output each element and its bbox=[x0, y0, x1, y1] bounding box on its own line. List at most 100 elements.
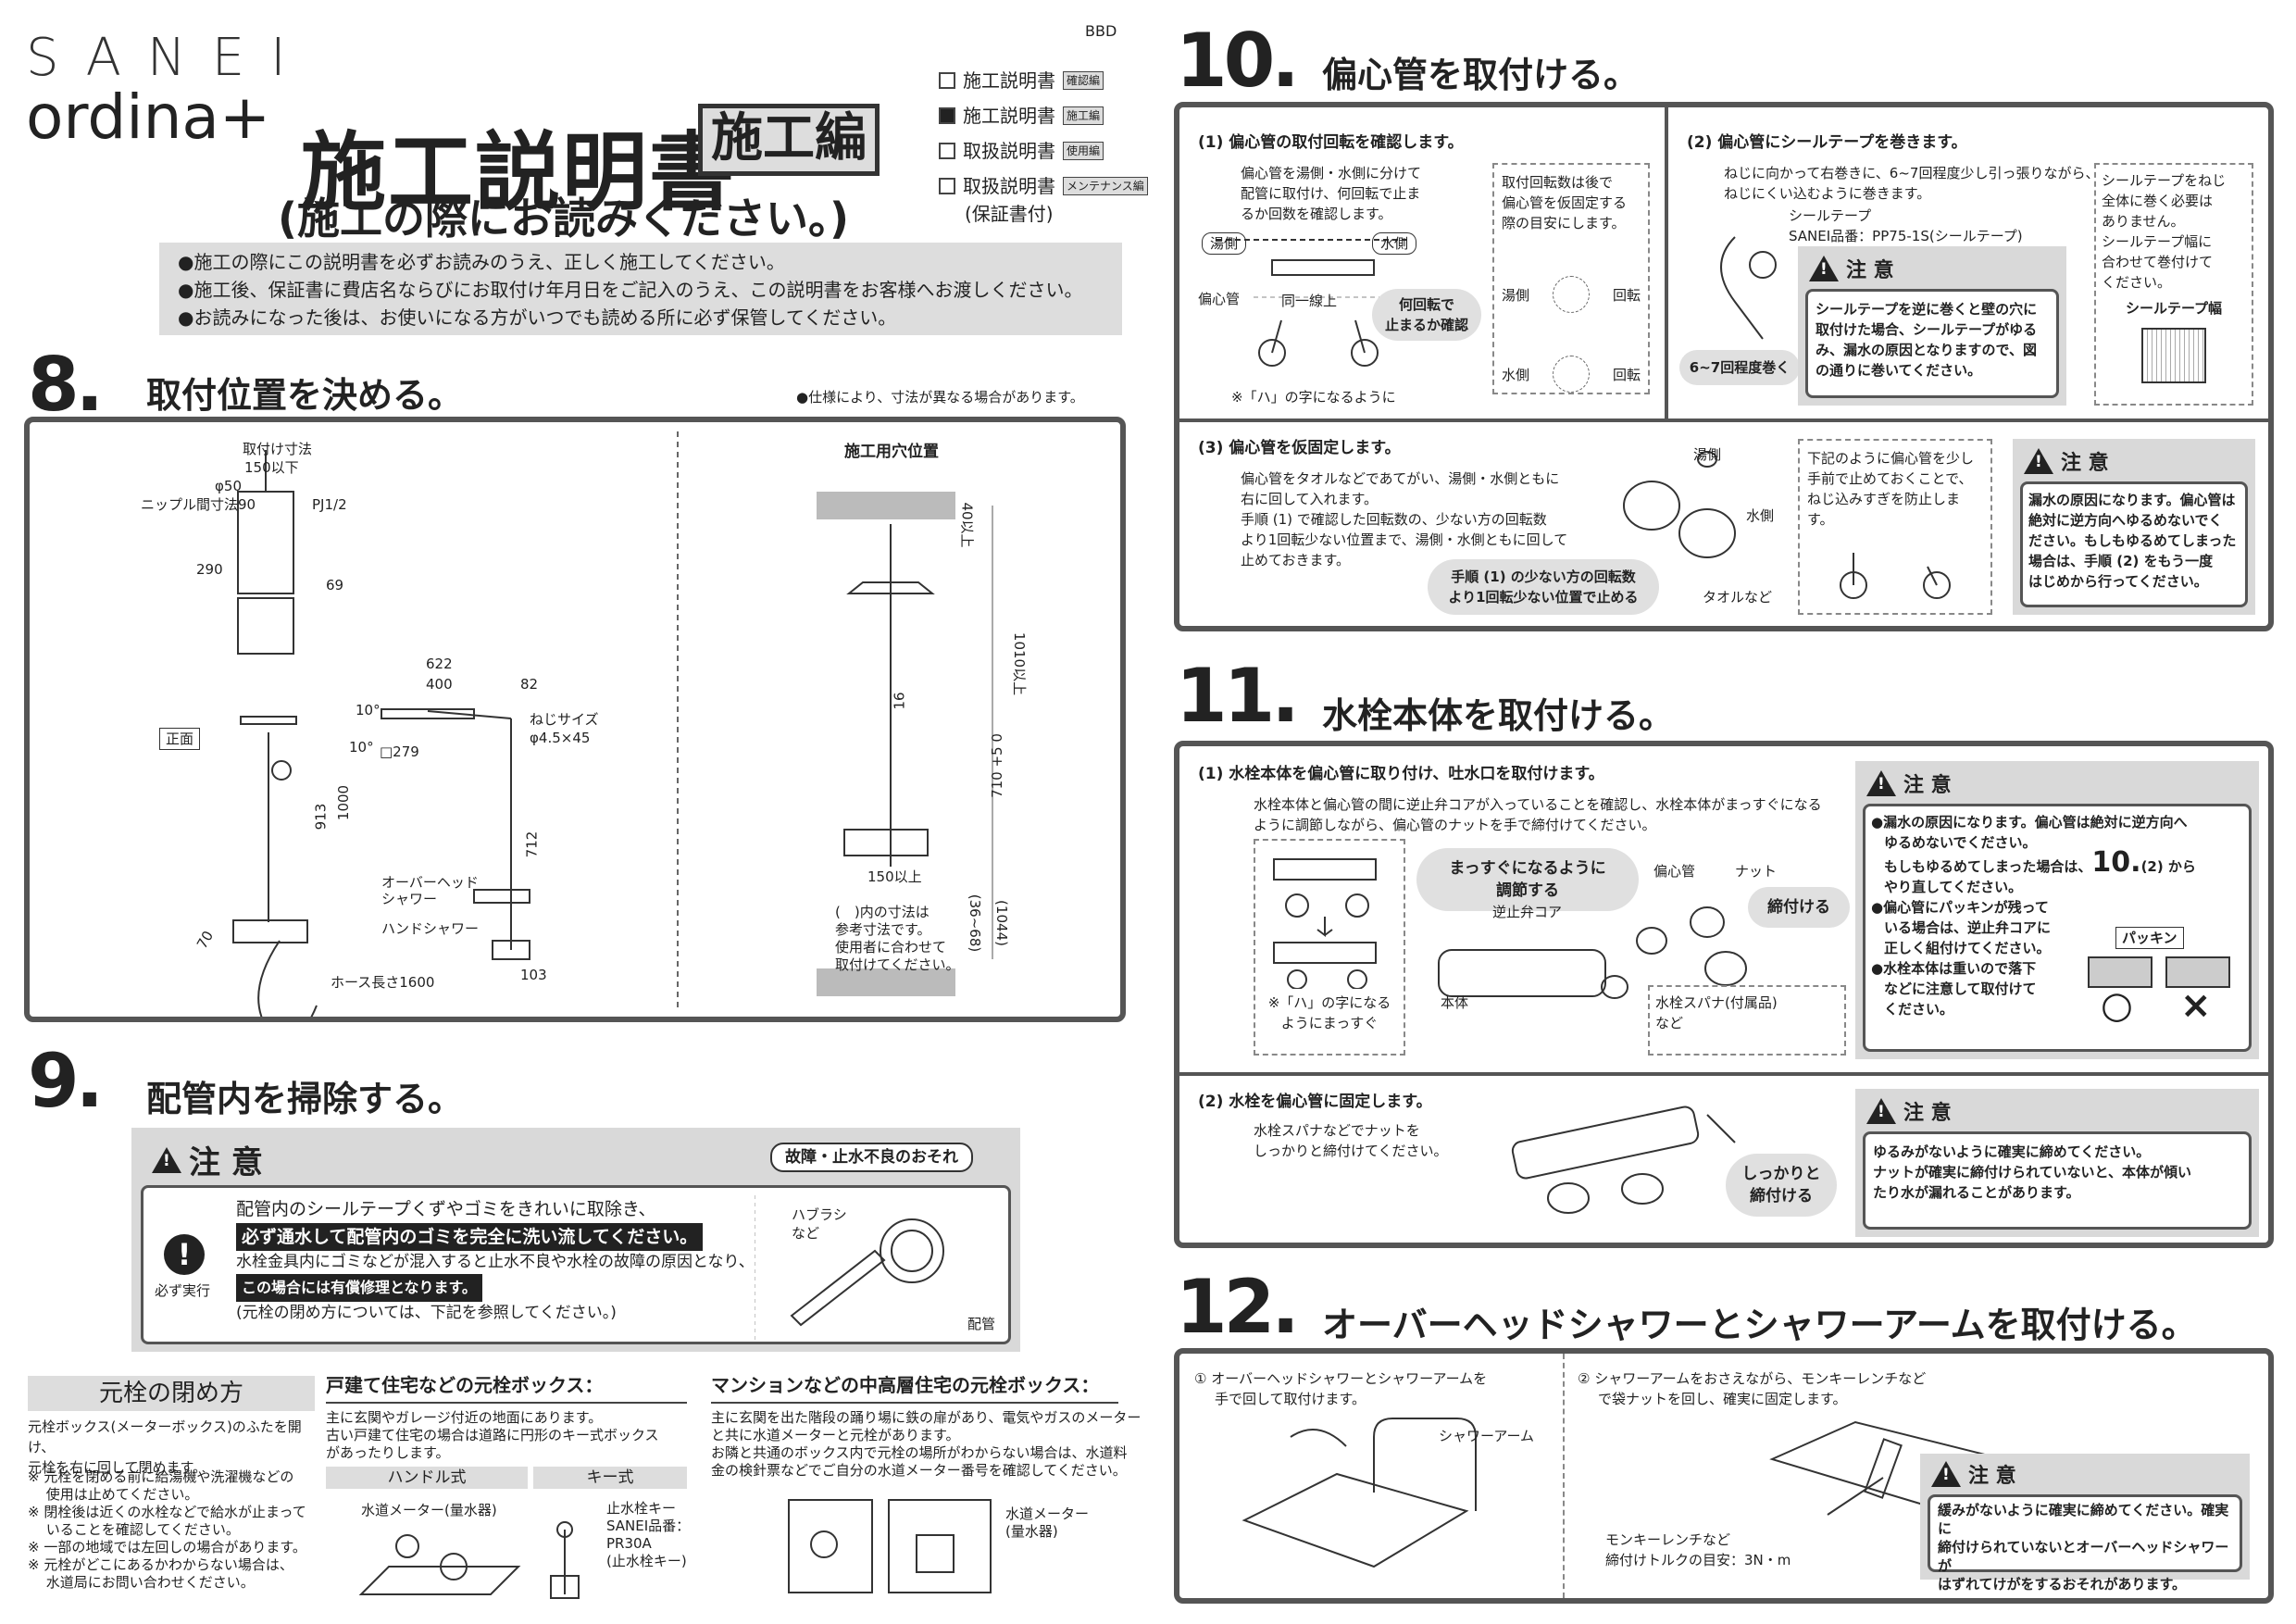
cloud-callout: 6~7回程度巻く bbox=[1679, 350, 1800, 385]
section-12-number: 12. bbox=[1176, 1264, 1300, 1350]
section-10-panel: (1) 偏心管の取付回転を確認します。 偏心管を湯側・水側に分けて配管に取付け、… bbox=[1174, 102, 2274, 631]
warning-icon bbox=[1809, 256, 1839, 281]
dim-label: φ4.5×45 bbox=[530, 730, 591, 746]
hole-dim: 710 +5 0 bbox=[988, 733, 1005, 798]
hole-dim: 16 bbox=[891, 692, 908, 710]
wrong-mark: × bbox=[2180, 984, 2212, 1027]
dim-label: ホース長さ1600 bbox=[331, 974, 435, 991]
meter-label: 水道メーター(量水器) bbox=[361, 1502, 497, 1518]
fig-label: 本体 bbox=[1441, 994, 1469, 1011]
section-11-title: 水栓本体を取付ける。 bbox=[1322, 695, 1675, 736]
step-11-2-caution: 注 意 ゆるみがないように確実に締めてください。ナットが確実に締付けられていない… bbox=[1855, 1089, 2259, 1237]
checkbox-icon bbox=[939, 143, 955, 159]
document-list: 施工説明書確認編 施工説明書施工編 取扱説明書使用編 取扱説明書メンテナンス編 … bbox=[939, 63, 1148, 224]
step-12-caution: 注 意 緩みがないように確実に締めてください。確実に締付けられていないとオーバー… bbox=[1920, 1454, 2250, 1593]
step-11-2-text: 水栓スパナなどでナットをしっかりと締付けてください。 bbox=[1254, 1122, 1448, 1159]
step-12-1-text: ① オーバーヘッドシャワーとシャワーアームを手で回して取付けます。 bbox=[1194, 1370, 1488, 1407]
dimension-drawing bbox=[232, 431, 993, 1017]
cloud-callout: まっすぐになるように調節する bbox=[1416, 848, 1639, 911]
doc-item: 取扱説明書使用編 bbox=[939, 133, 1148, 169]
dim-label: 290 bbox=[196, 561, 223, 578]
warning-icon bbox=[1866, 770, 1896, 796]
dim-label: □279 bbox=[380, 743, 419, 760]
notice-line: ●施工後、保証書に費店名ならびにお取付け年月日をご記入のうえ、この説明書をお客様… bbox=[178, 279, 1083, 301]
dim-label: シャワー bbox=[381, 891, 438, 907]
fig-label: 同一線上 bbox=[1281, 293, 1338, 309]
caution-line: (元栓の閉め方については、下記を参照してください。) bbox=[236, 1304, 617, 1322]
fig-label: 水側 bbox=[1746, 507, 1775, 524]
cold-side-label: 水側 bbox=[1372, 232, 1417, 255]
page-subtitle: (施工の際にお読みください。) bbox=[278, 194, 850, 244]
house-text: 主に玄関やガレージ付近の地面にあります。古い戸建て住宅の場合は道路に円形のキー式… bbox=[326, 1409, 659, 1461]
hole-dim: 40以上 bbox=[958, 502, 976, 548]
fig-label: など bbox=[792, 1225, 820, 1242]
step-10-3-illustration bbox=[1623, 451, 1736, 558]
mansion-title: マンションなどの中高層住宅の元栓ボックス： bbox=[711, 1374, 1100, 1396]
mansion-meter-label: 水道メーター(量水器) bbox=[1005, 1505, 1090, 1540]
section-10-number: 10. bbox=[1176, 18, 1300, 104]
checkbox-icon bbox=[939, 178, 955, 194]
wrench-note: モンキーレンチなど締付けトルクの目安：3N・m bbox=[1605, 1531, 1791, 1568]
valve-box-illustration bbox=[358, 1521, 580, 1599]
section-9-number: 9. bbox=[28, 1038, 104, 1124]
section-11-panel: (1) 水栓本体を偏心管に取り付け、吐水口を取付けます。 水栓本体と偏心管の間に… bbox=[1174, 741, 2274, 1248]
section-8-title: 取付位置を決める。 bbox=[146, 375, 464, 416]
caution-emphasis: この場合には有償修理となります。 bbox=[236, 1274, 482, 1302]
fig-note: ※「ハ」の字になるように bbox=[1231, 389, 1396, 406]
fig-label: ハブラシ bbox=[792, 1206, 847, 1223]
risk-badge: 故障・止水不良のおそれ bbox=[770, 1143, 973, 1172]
caution-label: 注 意 bbox=[189, 1144, 263, 1181]
step-10-2-caution: 注 意 シールテープを逆に巻くと壁の穴に取付けた場合、シールテープがゆるみ、漏水… bbox=[1798, 246, 2066, 406]
front-view-label: 正面 bbox=[159, 728, 201, 750]
dim-label: 712 bbox=[523, 831, 541, 858]
fig-label: 湯側 bbox=[1693, 446, 1722, 463]
cloud-callout: 締付ける bbox=[1748, 887, 1850, 928]
section-8-panel: 取付け寸法 150以下 φ50 ニップル間寸法90 PJ1/2 290 69 6… bbox=[24, 417, 1126, 1022]
section-8-number: 8. bbox=[28, 342, 104, 428]
step-10-2-title: (2) 偏心管にシールテープを巻きます。 bbox=[1687, 133, 1967, 152]
spanner-box: 水栓スパナ(付属品)など bbox=[1648, 985, 1846, 1056]
fig-label: 偏心管 bbox=[1198, 291, 1241, 307]
rotation-memo-box: 取付回転数は後で偏心管を仮固定する際の目安にします。 湯側回転 水側回転 bbox=[1492, 163, 1650, 394]
dim-label: 82 bbox=[520, 676, 539, 693]
dim-label: 69 bbox=[326, 577, 344, 593]
step-11-2-title: (2) 水栓を偏心管に固定します。 bbox=[1198, 1093, 1432, 1111]
section-9-caution: 注 意 故障・止水不良のおそれ ! 必ず実行 配管内のシールテープくずやゴミをき… bbox=[131, 1128, 1020, 1352]
tape-width-box: シールテープをねじ全体に巻く必要はありません。シールテープ幅に合わせて巻付けてく… bbox=[2094, 163, 2253, 406]
notice-line: ●お読みになった後は、お使いになる方がいつでも読める所に必ず保管してください。 bbox=[178, 306, 897, 329]
dim-label: 取付け寸法 bbox=[243, 441, 313, 457]
step-11-2-illustration bbox=[1511, 1106, 1736, 1214]
caution-emphasis: 必ず通水して配管内のゴミを完全に洗い流してください。 bbox=[236, 1223, 704, 1251]
step-11-1-text: 水栓本体と偏心管の間に逆止弁コアが入っていることを確認し、水栓本体がまっすぐにな… bbox=[1254, 796, 1822, 833]
valve-notes: ※ 元栓を閉める前に給湯機や洗濯機などの 使用は止めてください。※ 閉栓後は近く… bbox=[28, 1468, 306, 1591]
dim-label: 10° bbox=[349, 739, 374, 756]
dim-label: 400 bbox=[426, 676, 453, 693]
fig-label: 偏心管 bbox=[1653, 863, 1696, 880]
step-10-1-text: 偏心管を湯側・水側に分けて配管に取付け、何回転で止まるか回数を確認します。 bbox=[1241, 165, 1422, 222]
dim-label: 10° bbox=[356, 702, 381, 718]
step-10-2-text: ねじに向かって右巻きに、6~7回程度少し引っ張りながら、ねじにくい込むように巻き… bbox=[1724, 165, 2100, 202]
step-10-3-caution: 注 意 漏水の原因になります。偏心管は絶対に逆方向へゆるめないでください。もしも… bbox=[2013, 439, 2255, 615]
tape-illustration bbox=[1720, 236, 1777, 340]
warning-icon bbox=[1931, 1461, 1961, 1487]
gasket-label: パッキン bbox=[2115, 927, 2184, 949]
edition-tag: 施工編 bbox=[698, 104, 880, 176]
section-12-title: オーバーヘッドシャワーとシャワーアームを取付ける。 bbox=[1322, 1305, 2197, 1345]
dim-label: ねじサイズ bbox=[530, 711, 599, 728]
caution-line: 水栓金具内にゴミなどが混入すると止水不良や水栓の故障の原因となり、 bbox=[236, 1253, 755, 1271]
hole-position-title: 施工用穴位置 bbox=[844, 443, 939, 461]
prevent-overtighten-box: 下記のように偏心管を少し手前で止めておくことで、ねじ込みすぎを防止します。 bbox=[1798, 439, 1992, 615]
checkbox-icon bbox=[939, 72, 955, 89]
brush-pipe-illustration bbox=[755, 1195, 944, 1340]
fig-label: 逆止弁コア bbox=[1492, 904, 1563, 920]
warning-icon bbox=[1866, 1098, 1896, 1124]
hole-dim: (36~68) bbox=[967, 893, 984, 953]
dim-label: 622 bbox=[426, 656, 453, 672]
dim-label: 150以下 bbox=[244, 459, 299, 476]
cloud-callout: 手順 (1) の少ない方の回転数より1回転少ない位置で止める bbox=[1428, 559, 1659, 615]
section-12-panel: ① オーバーヘッドシャワーとシャワーアームを手で回して取付けます。 シャワーアー… bbox=[1174, 1348, 2274, 1604]
dim-label: ニップル間寸法90 bbox=[141, 496, 256, 513]
model-code: BBD bbox=[1085, 22, 1117, 40]
house-title: 戸建て住宅などの元栓ボックス： bbox=[326, 1374, 604, 1396]
mandatory-icon: ! bbox=[164, 1234, 205, 1275]
